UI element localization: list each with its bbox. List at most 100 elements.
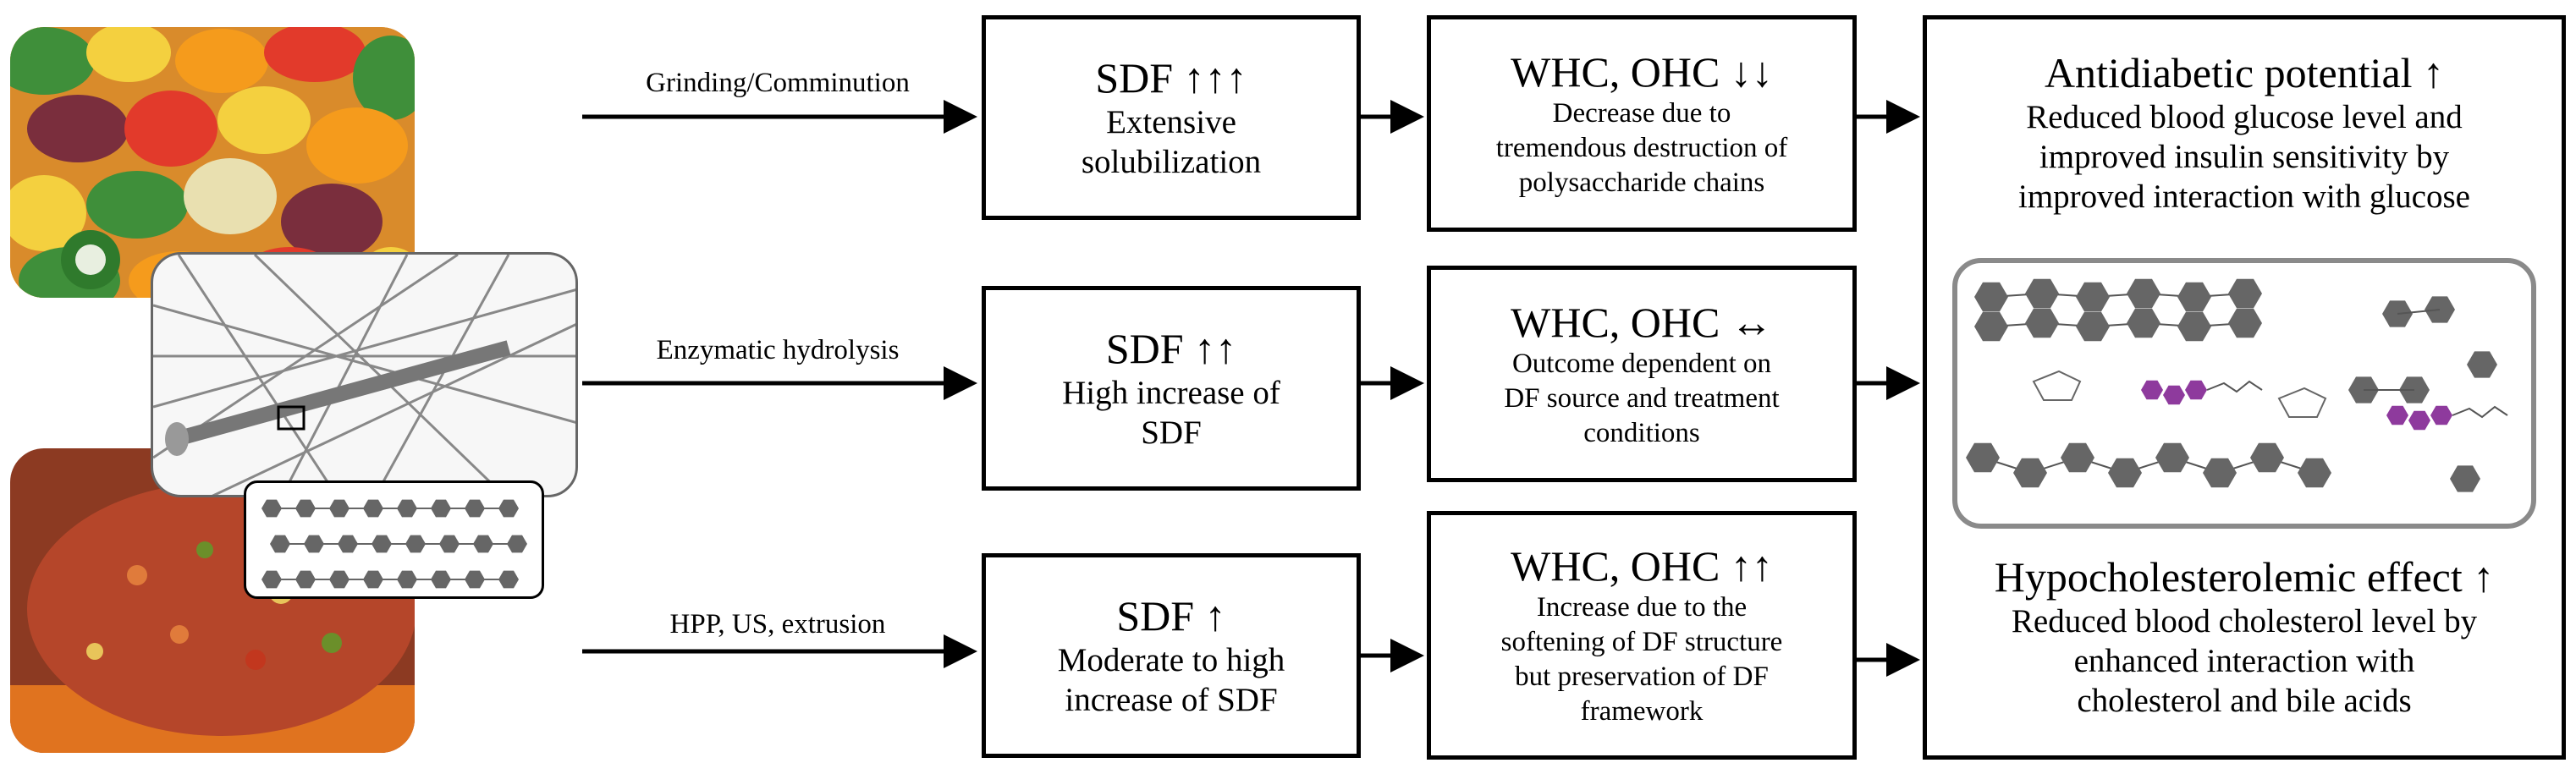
sdf-desc-line: increase of SDF [1065,682,1278,718]
chain-hexagon [465,499,485,518]
chain-hexagon [338,535,358,553]
glucose-molecule-icon [2277,387,2327,418]
chain-hexagon [405,535,426,553]
whc-desc-line: but preservation of DF [1515,661,1769,692]
fiber-hexagon [2203,458,2237,488]
fiber-hexagon [2228,308,2262,338]
health-effects-box: Antidiabetic potential ↑ Reduced blood g… [1923,15,2566,760]
chain-hexagon [329,499,350,518]
whc-desc-line: DF source and treatment [1504,382,1780,414]
chain-hexagon [372,535,392,553]
sdf-title: SDF ↑↑ [1105,325,1237,372]
whc-box-grinding: WHC, OHC ↓↓ Decrease due to tremendous d… [1427,15,1857,232]
antidiabetic-title: Antidiabetic potential ↑ [2044,49,2445,96]
whc-title: WHC, OHC ↓↓ [1511,47,1773,96]
whc-desc-line: softening of DF structure [1500,627,1783,657]
hypocholesterolemic-title: Hypocholesterolemic effect ↑ [1994,553,2495,601]
fiber-hexagon [2127,308,2160,338]
fiber-hexagon [2155,442,2189,473]
fiber-hexagon [2467,351,2497,378]
molecular-interaction-panel [1952,258,2536,529]
grinding-label: Grinding/Comminution [646,68,910,98]
sdf-box-enzymatic: SDF ↑↑ High increase of SDF [982,286,1361,491]
fiber-hexagon [2177,311,2211,342]
sdf-box-hpp: SDF ↑ Moderate to high increase of SDF [982,553,1361,758]
sdf-desc-line: SDF [1141,414,1202,451]
chain-hexagon [270,535,290,553]
cholesterol-ring [2163,385,2185,405]
chain-hexagon [498,570,519,589]
fiber-hexagon [2298,458,2331,488]
chain-hexagon [304,535,324,553]
hpp-label: HPP, US, extrusion [669,609,886,640]
enzymatic-label: Enzymatic hydrolysis [656,335,900,365]
hypo-desc-line: enhanced interaction with [2073,643,2415,679]
fiber-hexagon [1974,311,2008,342]
whc-desc-line: Decrease due to [1552,97,1731,129]
whc-desc-line: tremendous destruction of [1495,132,1788,163]
hypocholesterolemic-section: Hypocholesterolemic effect ↑ Reduced blo… [1927,552,2562,721]
fiber-hexagon [2127,278,2160,309]
fiber-hexagon [2025,278,2059,309]
cholesterol-ring [2185,380,2207,400]
chain-hexagon [295,570,316,589]
chain-hexagon [397,499,417,518]
fiber-hexagon [2177,282,2211,312]
whc-desc-line: Increase due to the [1536,592,1748,623]
antidiabetic-section: Antidiabetic potential ↑ Reduced blood g… [1927,48,2562,217]
whc-desc-line: conditions [1583,417,1700,448]
fiber-hexagon [2076,311,2110,342]
chain-hexagon [363,570,383,589]
fiber-hexagon [1966,442,2000,473]
sdf-title: SDF ↑↑↑ [1095,54,1247,102]
fiber-hexagon [2228,278,2262,309]
whc-title: WHC, OHC ↑↑ [1511,542,1773,590]
whc-desc-line: polysaccharide chains [1518,167,1765,198]
whc-box-hpp: WHC, OHC ↑↑ Increase due to the softenin… [1427,511,1857,760]
cholesterol-ring [2386,405,2408,425]
sdf-desc-line: Moderate to high [1057,642,1285,678]
chain-hexagon [363,499,383,518]
sdf-desc-line: High increase of [1062,375,1280,411]
hypo-desc-line: Reduced blood cholesterol level by [2011,603,2478,640]
antidiabetic-desc-line: improved insulin sensitivity by [2039,139,2450,175]
fiber-hexagon [2250,442,2284,473]
hypo-desc-line: cholesterol and bile acids [2077,683,2412,719]
chain-hexagon [473,535,493,553]
fiber-hexagon [2108,458,2142,488]
whc-desc-line: framework [1580,696,1704,727]
glucose-molecule-icon [2032,370,2082,401]
chain-hexagon [507,535,527,553]
sdf-title: SDF ↑ [1116,592,1226,640]
chain-hexagon [295,499,316,518]
sdf-desc-line: solubilization [1081,144,1262,180]
cholesterol-tail [2452,405,2508,419]
chain-hexagon [439,535,460,553]
chain-hexagon [261,499,282,518]
cholesterol-ring [2408,410,2430,431]
fiber-hexagon [2013,458,2047,488]
polysaccharide-chain-icon [244,480,544,599]
chain-hexagon [431,570,451,589]
sdf-desc-line: Extensive [1106,104,1236,140]
cholesterol-ring [2430,405,2452,425]
vegetables-photo [10,27,415,298]
chain-hexagon [397,570,417,589]
fiber-hexagon [1974,282,2008,312]
fiber-hexagon [2450,465,2480,492]
chain-hexagon [261,570,282,589]
chain-hexagon [498,499,519,518]
cholesterol-ring [2141,380,2163,400]
cholesterol-tail [2206,380,2263,393]
chain-hexagon [465,570,485,589]
chain-hexagon [329,570,350,589]
whc-desc-line: Outcome dependent on [1511,348,1772,379]
sdf-box-grinding: SDF ↑↑↑ Extensive solubilization [982,15,1361,220]
antidiabetic-desc-line: improved interaction with glucose [2018,178,2470,215]
fiber-network-illustration [151,252,578,497]
fiber-hexagon [2025,308,2059,338]
whc-title: WHC, OHC ↔ [1511,298,1773,346]
chain-hexagon [431,499,451,518]
antidiabetic-desc-line: Reduced blood glucose level and [2026,99,2463,135]
fiber-hexagon [2061,442,2094,473]
